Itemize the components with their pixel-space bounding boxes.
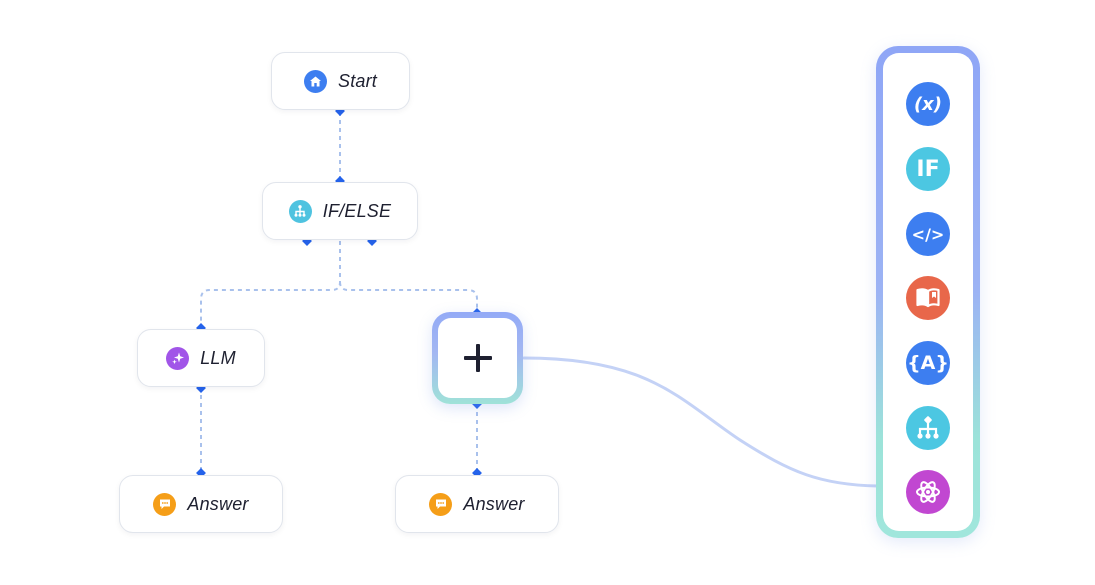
code-icon: </> [911, 224, 945, 244]
template-tool[interactable]: {A} [906, 341, 950, 385]
variable-icon: (x) [913, 93, 943, 115]
node-answer-right-label: Answer [463, 493, 525, 514]
if-icon: IF [916, 156, 940, 182]
node-ifelse[interactable]: IF/ELSE [262, 182, 418, 240]
node-answer-left-label: Answer [187, 493, 249, 514]
node-palette-inner: (x) IF </> {A} [883, 53, 973, 531]
node-palette: (x) IF </> {A} [876, 46, 980, 538]
knowledge-tool[interactable] [906, 276, 950, 320]
node-llm[interactable]: LLM [137, 329, 265, 387]
if-tool[interactable]: IF [906, 147, 950, 191]
node-answer-right[interactable]: Answer [395, 475, 559, 533]
node-start[interactable]: Start [271, 52, 410, 110]
node-start-label: Start [337, 70, 377, 91]
edge-add-palette [522, 356, 880, 488]
add-node-inner [438, 318, 517, 398]
node-answer-left[interactable]: Answer [119, 475, 283, 533]
agent-tool[interactable] [906, 470, 950, 514]
code-tool[interactable]: </> [906, 212, 950, 256]
chat-bubble-icon [429, 492, 453, 516]
sparkle-icon [166, 346, 190, 370]
add-node-button[interactable] [432, 312, 523, 404]
node-llm-label: LLM [200, 347, 236, 368]
edge-ifelse-llm [200, 241, 341, 327]
node-ifelse-label: IF/ELSE [322, 200, 392, 221]
branch-icon [288, 199, 312, 223]
home-icon [303, 69, 327, 93]
atom-icon [916, 481, 940, 503]
book-icon [916, 288, 940, 308]
plus-icon [463, 344, 492, 372]
variable-tool[interactable]: (x) [906, 82, 950, 126]
edge-ifelse-add [339, 281, 478, 312]
template-icon: {A} [907, 352, 949, 374]
branch-tool[interactable] [906, 406, 950, 450]
chat-bubble-icon [153, 492, 177, 516]
branch-icon [917, 416, 939, 439]
